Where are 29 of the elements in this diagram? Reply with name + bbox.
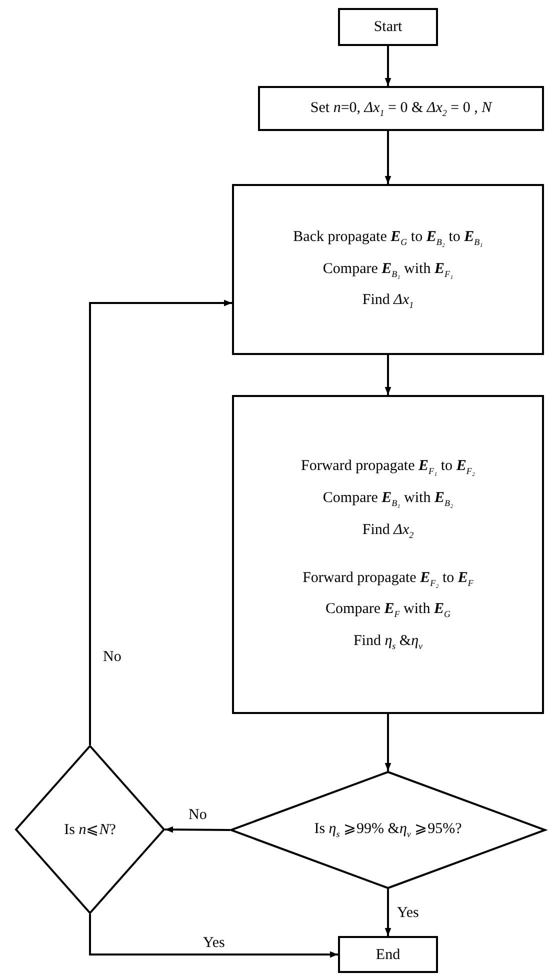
end-box: [338, 936, 438, 973]
arrow: [384, 131, 392, 184]
decision-diamond: [230, 771, 546, 889]
process-box: [258, 86, 544, 131]
step-text: Set n=0, Δx$_{1}$ = 0 & Δx$_{2}$ = 0 , N: [310, 98, 492, 118]
arrow: [89, 300, 232, 745]
decision-text: Is n⩽N?: [64, 820, 116, 838]
arrow: [384, 46, 392, 86]
step-text: Find η$_{s}$ &η$_{v}$: [353, 632, 423, 652]
step-text: Back propagate E$_{G}$ to E$_{B₂}$ to E$_{B₁}$: [293, 228, 483, 248]
step-text: End: [376, 946, 400, 964]
step-text: Forward propagate E$_{F₂}$ to E$_{F}$: [302, 568, 474, 588]
step-text: Find Δx$_{1}$: [362, 291, 414, 312]
step-text: Compare E$_{F}$ with E$_{G}$: [326, 600, 450, 620]
step-text: Find Δx$_{2}$: [362, 520, 414, 540]
process-box: [232, 395, 544, 714]
decision-text: Is η$_{s}$ ⩾99% &η$_{v}$ ⩾95%?: [314, 820, 462, 840]
step-text: Compare E$_{B₁}$ with E$_{F₁}$: [322, 260, 454, 280]
arrow: [384, 355, 392, 395]
arrow: [384, 714, 392, 771]
step-text: Start: [374, 18, 402, 36]
start-box: [338, 8, 438, 46]
decision-diamond: [15, 745, 165, 914]
arrow: [89, 914, 338, 958]
arrow: [165, 826, 230, 833]
process-box: [232, 184, 544, 355]
step-text: Compare E$_{B₁}$ with E$_{B₂}$: [322, 488, 454, 509]
step-text: Forward propagate E$_{F₁}$ to E$_{F₂}$: [301, 457, 475, 477]
arrow: [384, 889, 392, 936]
